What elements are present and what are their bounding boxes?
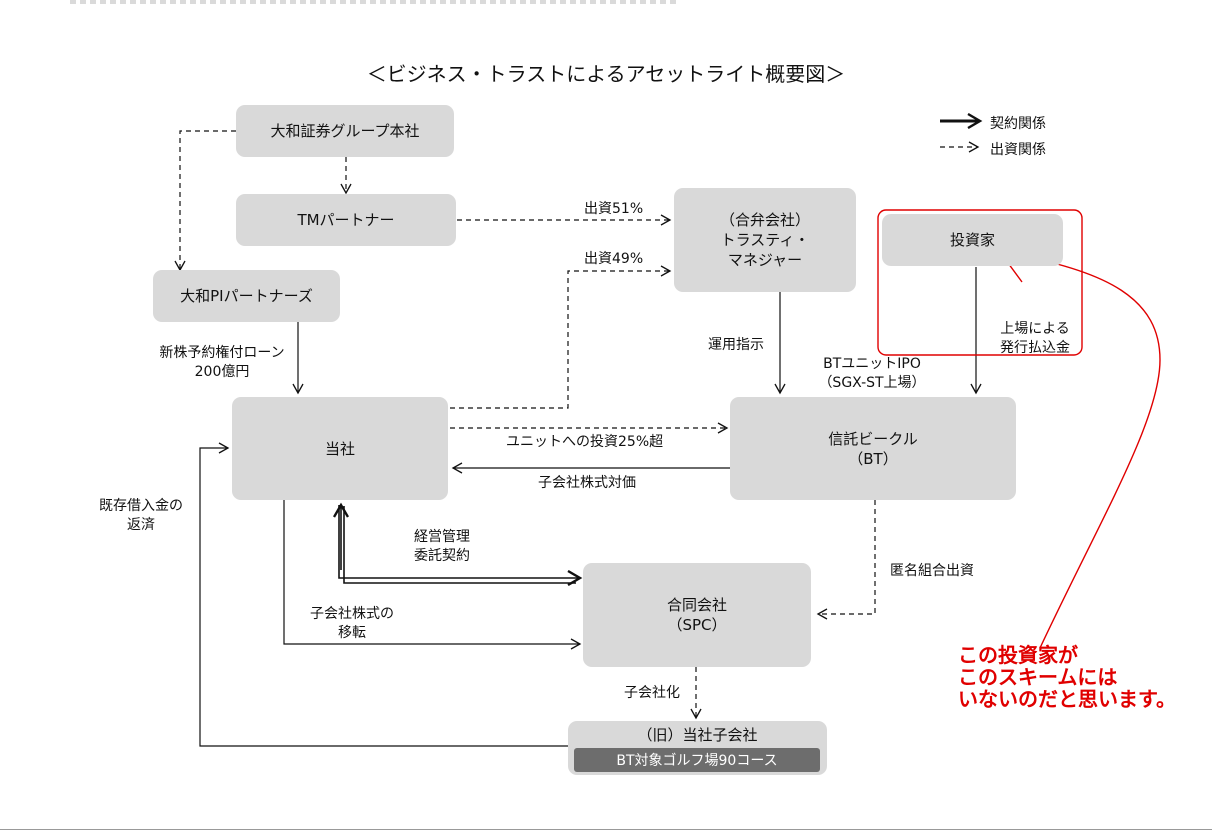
label-invest51: 出資51% <box>584 201 644 217</box>
label-transfer: 子会社株式の 移転 <box>300 605 404 643</box>
node-investor: 投資家 <box>882 214 1063 266</box>
arrow-company-to-spc <box>283 500 582 650</box>
node-daiwa-hq: 大和証券グループ本社 <box>236 105 454 157</box>
arrow-hq-to-daiwa-pi <box>174 130 236 272</box>
node-old-subsidiary-label: （旧）当社子会社 <box>637 726 758 744</box>
annotation-line3: いないのだと思います。 <box>958 687 1176 711</box>
label-loan-line2: 200億円 <box>194 364 250 380</box>
diagram-title: ＜ビジネス・トラストによるアセットライト概要図＞ <box>366 62 846 86</box>
label-mgmt-line2: 委託契約 <box>414 548 470 564</box>
node-spc-line2: （SPC） <box>667 616 727 634</box>
annotation-line1: この投資家が <box>958 643 1078 667</box>
node-bt-line2: （BT） <box>848 449 898 468</box>
node-daiwa-pi-label: 大和PIパートナーズ <box>180 287 313 305</box>
node-bt-line1: 信託ビークル <box>828 429 918 448</box>
arrow-mgmt-contract-b <box>343 506 576 584</box>
cropped-top-text <box>70 0 680 4</box>
label-unit-invest: ユニットへの投資25%超 <box>506 434 664 450</box>
node-trustee-manager: （合弁会社） トラスティ・ マネジャー <box>674 188 856 292</box>
arrow-old-sub-to-company <box>199 442 568 747</box>
node-spc-line1: 合同会社 <box>666 596 727 614</box>
node-trustee-line3: マネジャー <box>727 251 803 269</box>
label-mgmt-line1: 経営管理 <box>414 529 470 545</box>
arrow-mgmt-contract-a <box>338 505 580 578</box>
label-transfer-line1: 子会社株式の <box>310 606 394 622</box>
legend-investment-label: 出資関係 <box>990 142 1046 158</box>
arrow-bt-to-spc <box>816 500 876 620</box>
legend-contract-label: 契約関係 <box>990 116 1046 132</box>
node-tm-partner: TMパートナー <box>236 194 456 246</box>
label-repay: 既存借入金の 返済 <box>92 497 190 535</box>
node-investor-label: 投資家 <box>949 231 995 249</box>
node-daiwa-pi: 大和PIパートナーズ <box>153 270 340 322</box>
label-repay-line2: 返済 <box>127 517 155 533</box>
label-tokumei: 匿名組合出資 <box>890 563 974 579</box>
label-invest49: 出資49% <box>584 251 644 267</box>
label-ipo-line1: BTユニットIPO <box>823 356 921 372</box>
golf-courses-badge: BT対象ゴルフ場90コース <box>574 748 820 772</box>
label-loan-line1: 新株予約権付ローン <box>159 345 285 361</box>
label-repay-line1: 既存借入金の <box>99 498 183 514</box>
label-loan: 新株予約権付ローン 200億円 <box>146 344 298 382</box>
node-trustee-line2: トラスティ・ <box>720 231 810 249</box>
label-transfer-line2: 移転 <box>338 625 366 641</box>
node-tm-partner-label: TMパートナー <box>297 211 395 229</box>
label-ipo-line2: （SGX-ST上場） <box>818 375 926 391</box>
label-ops: 運用指示 <box>708 337 764 353</box>
node-trust-vehicle: 信託ビークル （BT） <box>730 397 1016 500</box>
annotation-curve <box>999 251 1161 649</box>
arrow-company-to-trustee <box>450 265 672 409</box>
label-listing-line2: 発行払込金 <box>1000 340 1070 356</box>
node-company-label: 当社 <box>324 439 355 458</box>
node-company: 当社 <box>232 397 448 500</box>
annotation-note: この投資家が このスキームには いないのだと思います。 <box>958 644 1176 710</box>
annotation-line2: このスキームには <box>958 665 1118 689</box>
label-subsidiarize: 子会社化 <box>624 685 680 701</box>
node-daiwa-hq-label: 大和証券グループ本社 <box>270 122 420 140</box>
investor-highlight-box <box>877 209 1083 356</box>
node-trustee-line1: （合弁会社） <box>719 211 810 229</box>
label-mgmt-contract: 経営管理 委託契約 <box>414 528 470 566</box>
label-share-price: 子会社株式対価 <box>538 475 636 491</box>
node-spc: 合同会社 （SPC） <box>583 563 811 667</box>
label-listing: 上場による 発行払込金 <box>992 320 1078 358</box>
label-listing-line1: 上場による <box>1000 321 1070 337</box>
bottom-divider <box>0 829 1212 830</box>
label-ipo: BTユニットIPO （SGX-ST上場） <box>816 355 928 393</box>
